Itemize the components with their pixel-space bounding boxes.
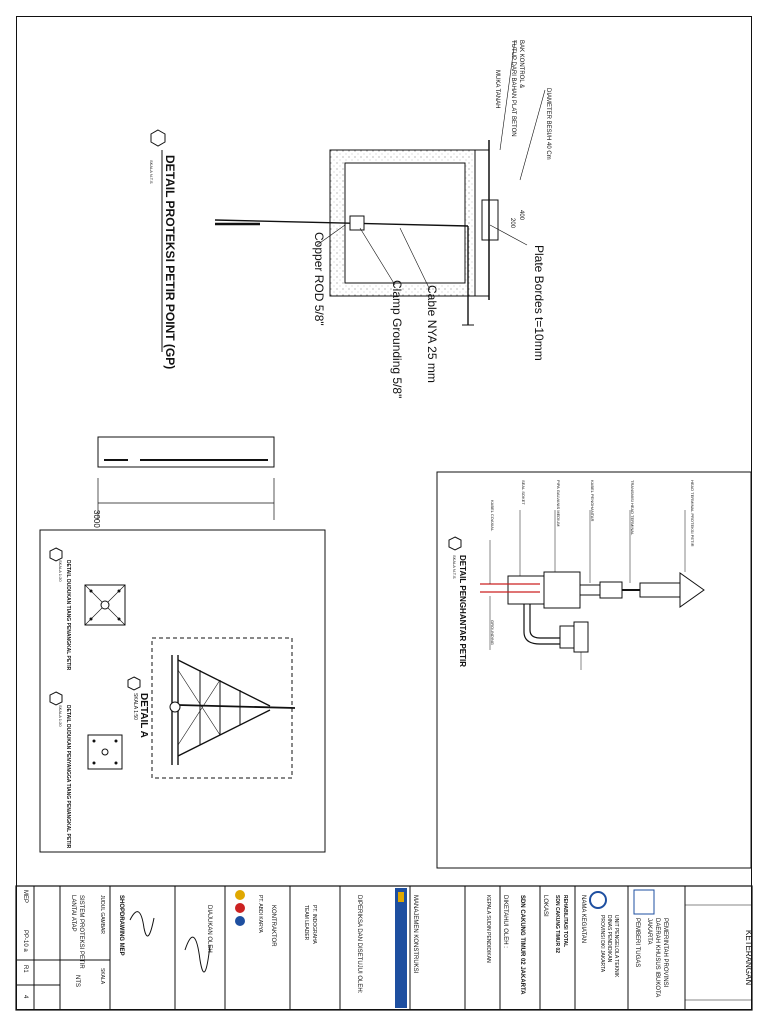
label-copper-rod: Copper ROD 5/8"	[312, 232, 326, 326]
label-bak-kontrol: BAK KONTROL &	[518, 40, 524, 89]
dim-200: 200	[509, 218, 515, 229]
tb-drafter: SHOPDRAWING MEP	[118, 895, 124, 956]
tb-kegiatan1: REHABILITASI TOTAL	[562, 895, 568, 948]
detail-a-title: DETAIL A	[138, 693, 149, 738]
detail-penyangga-scale: SKALA 1:20	[58, 705, 63, 727]
tb-unit2: DINAS PENDIDIKAN	[606, 915, 612, 963]
tb-lokasi: LOKASI	[542, 895, 548, 917]
detail-a-scale: SKALA 1:50	[132, 693, 138, 720]
callout-kabel-coaxial: KABEL COAXIAL	[490, 500, 495, 532]
callout-seal-soket: SEAL SOKET	[521, 480, 526, 505]
callout-kabel-penghantar: KABEL PENGHANTAR	[590, 480, 595, 522]
tb-pt2: TEAM LEADER	[303, 905, 309, 941]
tb-lembar: 4	[22, 995, 28, 999]
tb-pemberi-tugas: PEMBERI TUGAS	[634, 918, 640, 968]
detail-penghantar-title: DETAIL PENGHANTAR PETIR	[458, 555, 467, 668]
tb-pt1: PT. INDOGRAHA	[311, 905, 317, 944]
tb-org1: PEMERINTAH PROVINSI	[662, 918, 668, 988]
tb-no-gambar: PP-10 a	[22, 930, 28, 952]
tb-judul-value1: SISTEM PROTEKSI PETIR	[78, 895, 84, 969]
tb-diajukan: DIAJUKAN OLEH	[206, 905, 212, 953]
label-tutup: TUTUP DARI BAHAN PLAT BETON	[510, 40, 516, 137]
label-clamp-grounding: Clamp Grounding 5/8"	[390, 280, 404, 399]
tb-unit1: UNIT PENGELOLA TEKNIK	[613, 915, 619, 978]
tb-rev: R1	[22, 965, 28, 973]
callout-grounding: GROUNDING	[490, 620, 495, 645]
tb-kontraktor-name: PT. ABDI KARYA	[257, 895, 263, 933]
detail-gp-scale: SKALA N.T.S	[149, 160, 154, 184]
tb-kontraktor: KONTRAKTOR	[270, 905, 276, 947]
dim-400: 400	[518, 210, 524, 221]
detail-dudukan-scale: SKALA 1:20	[58, 560, 63, 582]
tb-unit3: PROVINSI DKI JAKARTA	[599, 915, 605, 973]
tb-keterangan: KETERANGAN	[744, 930, 753, 986]
tb-kegiatan2: SDN CAKUNG TIMUR 02	[554, 895, 560, 954]
label-diameter: DIAMETER BESI/H 40 Cm	[545, 88, 551, 160]
tb-diperiksa: DIPERIKSA DAN DISETUJUI OLEH:	[356, 895, 362, 994]
tb-diketahui: DIKETAHUI OLEH :	[502, 895, 508, 948]
tb-diketahui-line: KEPALA SUDIN PENDIDIKAN	[485, 895, 491, 963]
label-cable-nya: Cable NYA 25 mm	[425, 285, 439, 383]
detail-penghantar-scale: SKALA N.T.S	[452, 555, 457, 579]
callout-pipa-galvanis: PIPA GALVANIS MEDIUM	[556, 480, 561, 527]
tb-judul-gambar: JUDUL GAMBAR	[99, 895, 105, 934]
label-plate-bordes: Plate Bordes t=10mm	[532, 245, 546, 361]
tb-org2: DAERAH KHUSUS IBUKOTA	[654, 918, 660, 998]
detail-gp-title: DETAIL PROTEKSI PETIR POINT (GP)	[163, 155, 177, 370]
tb-org3: JAKARTA	[646, 918, 652, 945]
callout-head-terminal: HEAD TERMINAL PROTEKSI PETIR	[690, 480, 695, 547]
tb-skala: SKALA	[99, 968, 105, 985]
tb-nama-kegiatan: NAMA KEGIATAN	[580, 895, 586, 944]
pole-dim-3000: 3000	[92, 510, 101, 528]
tb-manajemen: MANAJEMEN KONSTRUKSI	[412, 895, 418, 974]
tb-kode: MEP	[22, 890, 28, 904]
detail-dudukan-title: DETAIL DUDUKAN TIANG PENANGKAL PETIR	[65, 560, 71, 671]
callout-transmisi: TRANSMISI HEAD TERMINAL	[630, 480, 635, 536]
tb-judul-value2: LANTAI ATAP	[70, 895, 76, 932]
label-muka-tanah: MUKA TANAH	[494, 70, 500, 109]
detail-penyangga-title: DETAIL DUDUKAN PENYANGGA TIANG PENANGKAL…	[65, 705, 71, 849]
tb-skala-value: NTS	[74, 975, 80, 987]
tb-lokasi-value: SDN CAKUNG TIMUR 02 JAKARTA	[519, 895, 525, 995]
